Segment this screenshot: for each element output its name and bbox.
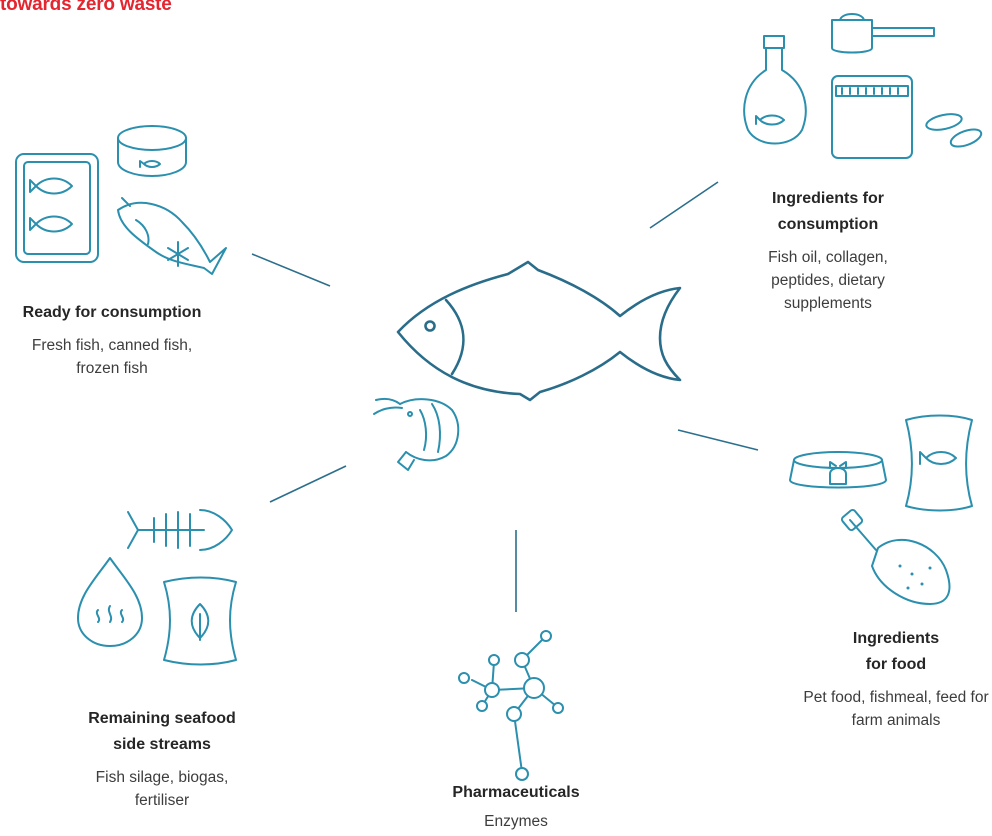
label-ingredients-for-food: Ingredients for food Pet food, fishmeal,… [800, 626, 992, 732]
connector-ingredients-consumption [649, 181, 719, 229]
desc-ready-for-consumption: Fresh fish, canned fish, frozen fish [31, 337, 193, 377]
label-side-streams: Remaining seafood side streams Fish sila… [64, 706, 260, 812]
heading-pharmaceuticals: Pharmaceuticals [452, 784, 580, 801]
canned-fish-icon [117, 125, 187, 177]
desc-ingredients-for-food: Pet food, fishmeal, feed for farm animal… [803, 689, 989, 729]
fertiliser-bag-icon [163, 576, 237, 666]
central-fish-icon [396, 260, 682, 402]
shrimp-icon [373, 397, 460, 471]
heading-ingredients-for-food: Ingredients for food [852, 630, 940, 673]
desc-ingredients-for-consumption: Fish oil, collagen, peptides, dietary su… [768, 249, 888, 312]
desc-side-streams: Fish silage, biogas, fertiliser [95, 769, 229, 809]
food-sack-icon [905, 414, 973, 512]
supplement-jar-icon [831, 75, 913, 159]
fish-tray-icon [15, 153, 99, 263]
fish-bones-icon [127, 509, 233, 551]
oil-bottle-icon [743, 35, 807, 145]
page-title: towards zero waste [0, 0, 172, 15]
feed-scoop-icon [840, 508, 951, 605]
connector-ingredients-food [677, 429, 759, 451]
connector-ready [251, 253, 331, 287]
measuring-scoop-icon [831, 13, 935, 54]
pet-bowl-icon [789, 451, 887, 489]
heading-side-streams: Remaining seafood side streams [88, 710, 236, 753]
molecule-icon [458, 630, 564, 781]
heading-ingredients-for-consumption: Ingredients for consumption [771, 190, 884, 233]
connector-side-streams [269, 465, 347, 503]
label-ingredients-for-consumption: Ingredients for consumption Fish oil, co… [748, 186, 908, 315]
heading-ready-for-consumption: Ready for consumption [22, 304, 202, 321]
frozen-fish-icon [117, 197, 227, 275]
capsules-icon [925, 113, 983, 148]
desc-pharmaceuticals: Enzymes [484, 813, 548, 830]
label-pharmaceuticals: Pharmaceuticals Enzymes [416, 780, 616, 833]
water-drop-icon [77, 557, 143, 647]
label-ready-for-consumption: Ready for consumption Fresh fish, canned… [0, 300, 224, 380]
